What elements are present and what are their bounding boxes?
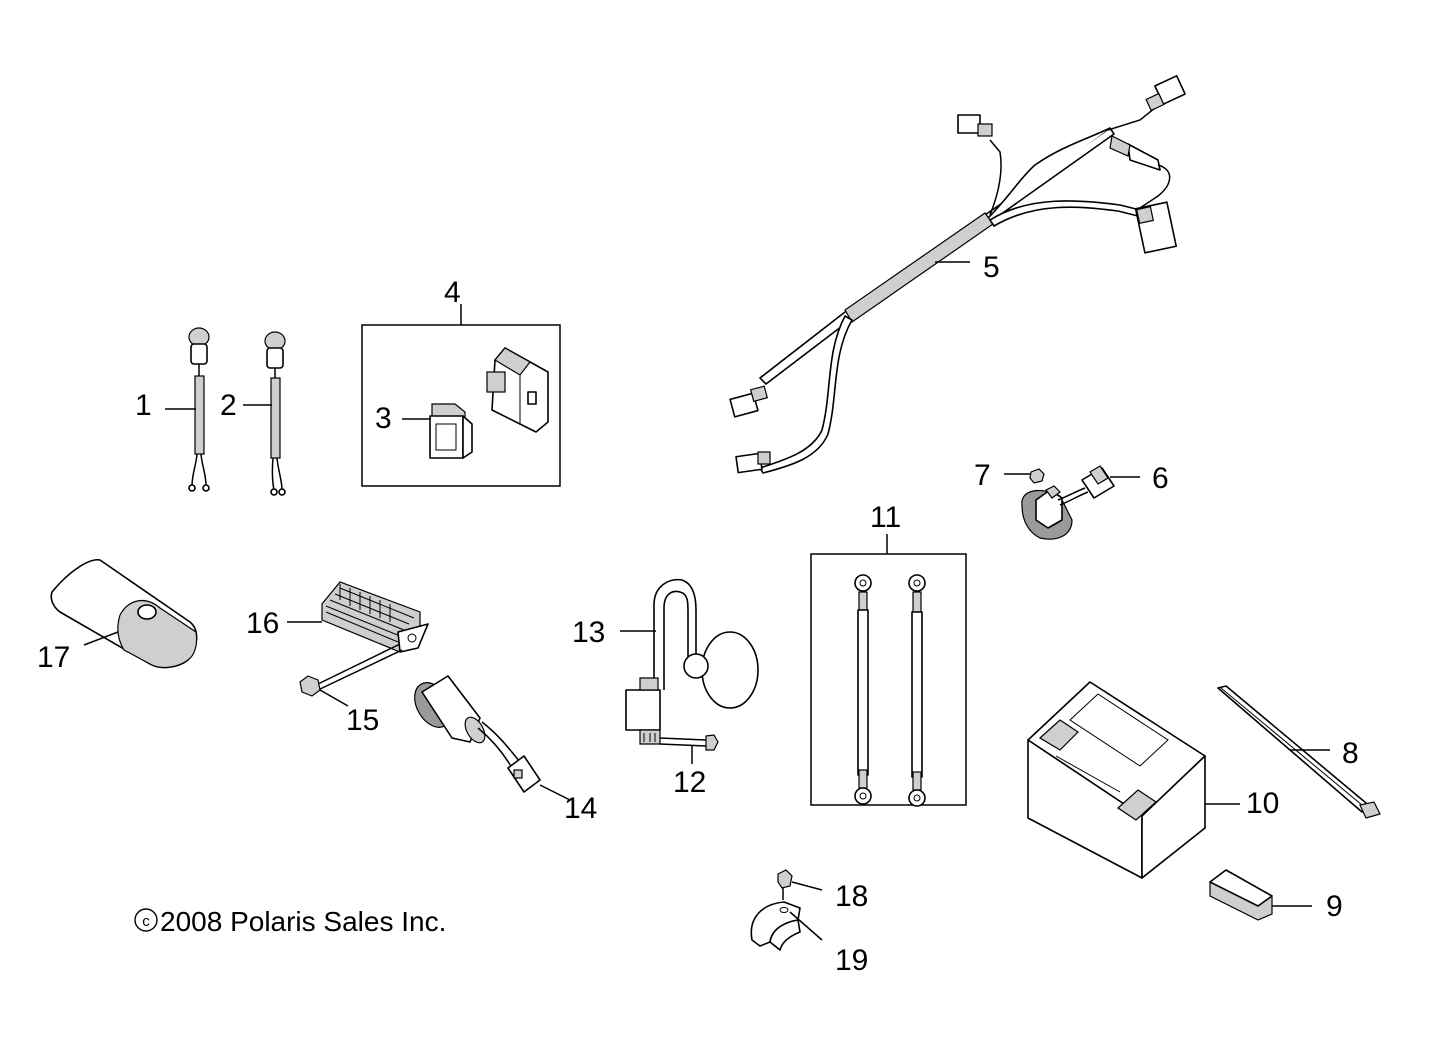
- part-6-starter-solenoid: [1021, 465, 1115, 540]
- part-18-nut: [777, 869, 793, 900]
- part-7-nut: [1029, 468, 1045, 484]
- callout-10: 10: [1246, 787, 1279, 820]
- callout-16: 16: [246, 607, 279, 640]
- part-5-wire-harness: [729, 75, 1186, 474]
- part-19-clamp: [750, 901, 801, 951]
- part-15-bolt: [299, 643, 403, 697]
- part-4-relay-module: [486, 347, 549, 433]
- callout-7: 7: [974, 459, 991, 492]
- callout-2: 2: [220, 389, 237, 422]
- part-12-screw: [659, 734, 719, 751]
- part-3-relay: [429, 403, 473, 459]
- part-13-ignition-coil: [625, 578, 759, 745]
- part-11-battery-cables: [854, 574, 926, 807]
- callout-5: 5: [983, 251, 1000, 284]
- leader-14: [539, 784, 571, 801]
- leader-19: [789, 911, 823, 941]
- part-17-tool-pouch: [50, 559, 198, 669]
- part-10-battery: [1027, 681, 1206, 879]
- callout-19: 19: [835, 944, 868, 977]
- leader-18: [791, 881, 823, 891]
- part-14-ignition-switch: [414, 675, 541, 793]
- kit-box-11: [810, 553, 967, 806]
- callout-3: 3: [375, 402, 392, 435]
- leader-15: [319, 689, 349, 707]
- copyright-icon: [134, 908, 158, 932]
- callout-4: 4: [444, 276, 461, 309]
- callout-11: 11: [870, 501, 901, 534]
- callout-8: 8: [1342, 737, 1359, 770]
- part-9-pad: [1209, 869, 1273, 921]
- callout-1: 1: [135, 389, 152, 422]
- svg-text:c: c: [142, 913, 150, 930]
- leader-17: [83, 631, 119, 646]
- callout-6: 6: [1152, 462, 1169, 495]
- part-1-indicator-lamp: [188, 327, 210, 492]
- callout-17: 17: [37, 641, 70, 674]
- part-16-voltage-regulator: [321, 581, 429, 653]
- copyright-text: 2008 Polaris Sales Inc.: [160, 906, 446, 937]
- part-2-indicator-lamp: [264, 331, 286, 496]
- callout-18: 18: [835, 880, 868, 913]
- callout-15: 15: [346, 704, 379, 737]
- part-8-battery-strap: [1217, 685, 1381, 819]
- callout-9: 9: [1326, 890, 1343, 923]
- copyright-notice: c 2008 Polaris Sales Inc.: [134, 906, 446, 937]
- callout-14: 14: [564, 792, 597, 825]
- callout-13: 13: [572, 616, 605, 649]
- callout-12: 12: [673, 766, 706, 799]
